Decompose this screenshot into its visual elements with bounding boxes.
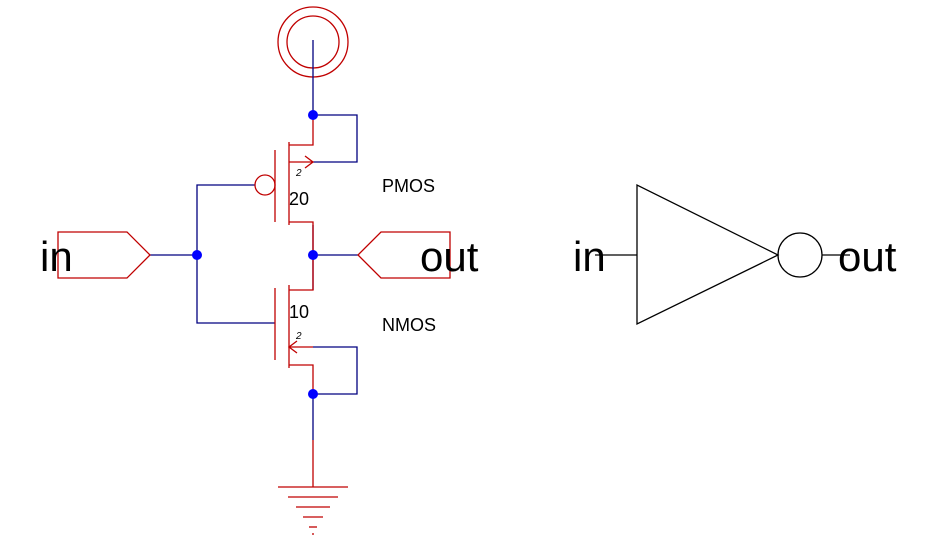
schematic-out-label: out — [420, 233, 479, 280]
nmos-type-label: NMOS — [382, 315, 436, 335]
input-pin-shape — [57, 231, 151, 279]
nmos-drain — [289, 255, 314, 291]
symbol-triangle — [636, 183, 780, 326]
pmos-body-arrow — [304, 155, 315, 169]
pmos-drain — [289, 221, 314, 255]
pmos-gate-bubble — [254, 174, 276, 196]
output-pin-shape — [357, 231, 451, 279]
nmos-body-arrow — [287, 340, 298, 354]
ground-icon — [278, 440, 348, 535]
nmos-length-label: 2 — [295, 331, 302, 342]
schematic-in-label: in — [40, 233, 73, 280]
junction-input — [192, 250, 202, 260]
pmos-source — [289, 115, 314, 146]
junction-gnd — [308, 389, 318, 399]
nmos-body-tie — [313, 346, 358, 395]
nmos-width-label: 10 — [289, 302, 309, 322]
symbol-inversion-bubble — [777, 232, 823, 278]
junction-output — [308, 250, 318, 260]
nmos-source — [289, 364, 314, 394]
pmos-length-label: 2 — [295, 168, 302, 179]
pmos-gate-wire — [196, 184, 255, 255]
pmos-width-label: 20 — [289, 189, 309, 209]
junction-vdd — [308, 110, 318, 120]
junctions — [192, 110, 318, 399]
wires — [150, 40, 358, 440]
inverter-symbol — [595, 183, 850, 326]
symbol-in-label: in — [573, 233, 606, 280]
pmos-type-label: PMOS — [382, 176, 435, 196]
nmos-gate-wire — [196, 255, 275, 324]
pmos-body-tie — [313, 114, 358, 163]
nmos-transistor — [274, 255, 314, 394]
pmos-transistor — [254, 115, 315, 255]
symbol-out-label: out — [838, 233, 897, 280]
